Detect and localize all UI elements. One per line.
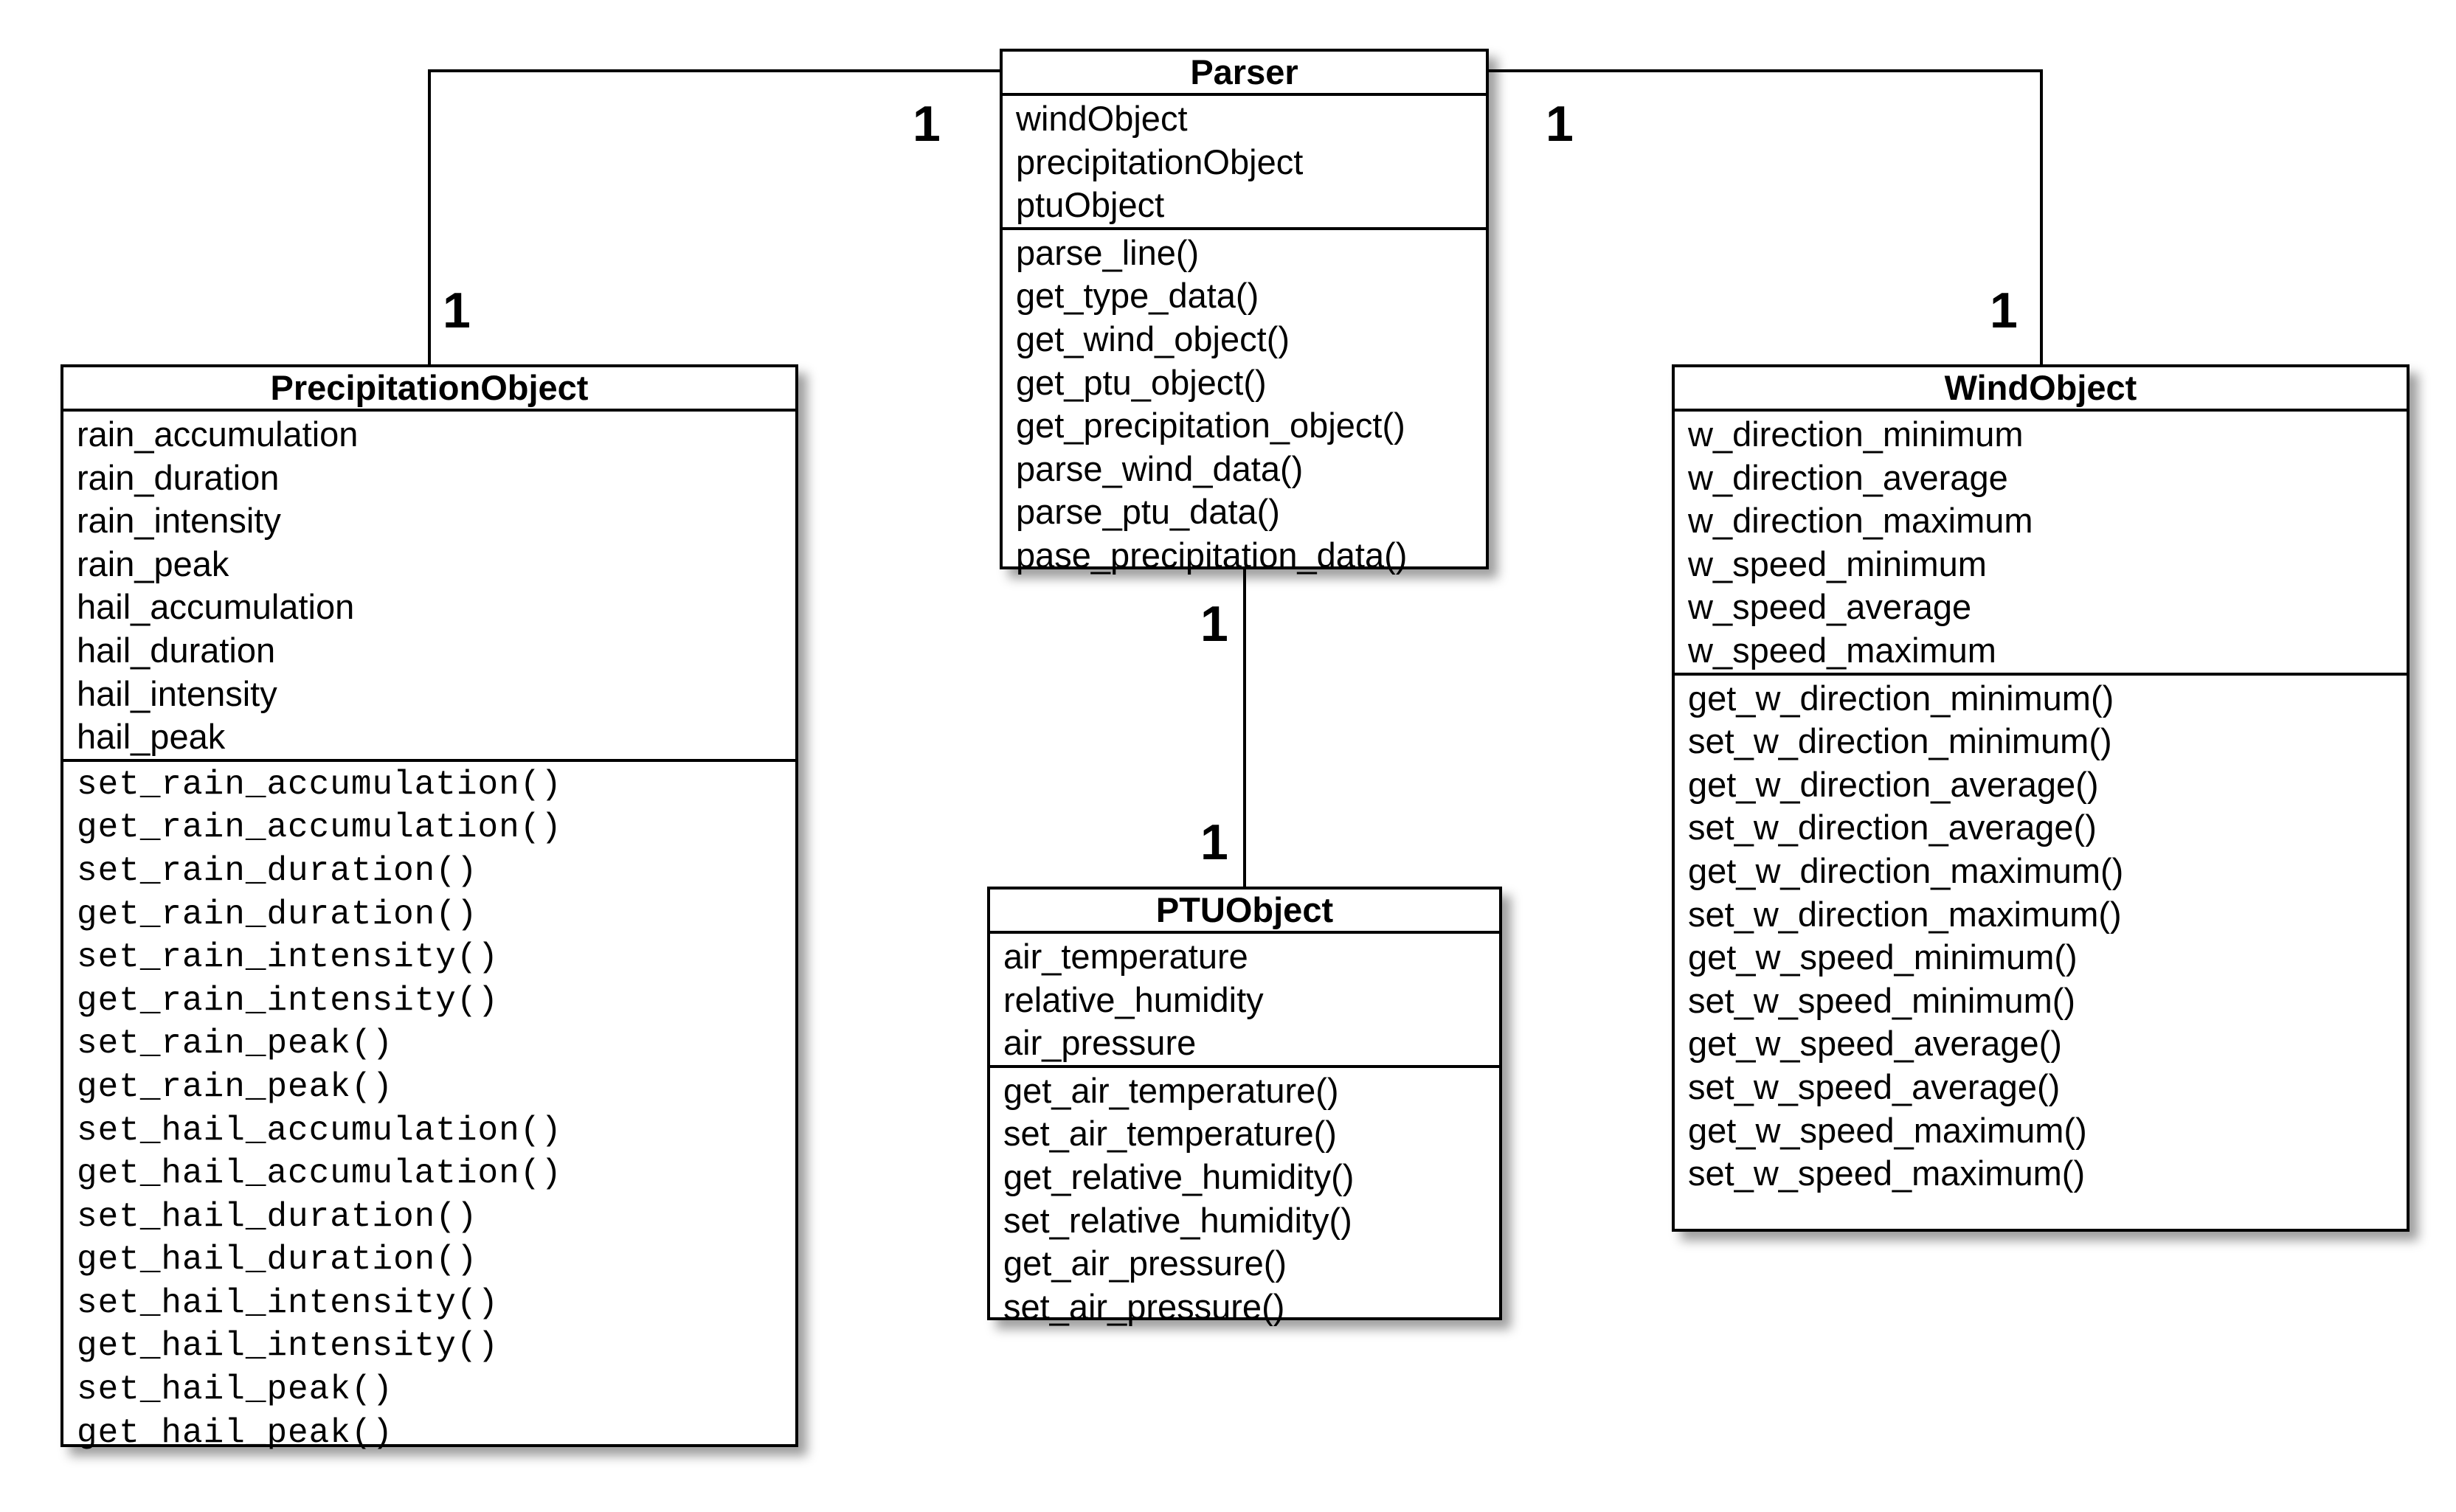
method: set_w_speed_maximum() xyxy=(1688,1154,2086,1193)
attribute: w_direction_maximum xyxy=(1688,501,2033,541)
method: set_rain_intensity() xyxy=(77,938,499,977)
method: get_air_temperature() xyxy=(1003,1070,1339,1110)
class-wind-methods: get_w_direction_minimum()set_w_direction… xyxy=(1675,676,2407,1196)
class-wind-name: WindObject xyxy=(1675,367,2407,412)
method: get_w_direction_average() xyxy=(1688,764,2099,804)
multiplicity-parser-end-precipitation: 1 xyxy=(913,96,941,152)
class-parser-name: Parser xyxy=(1003,52,1486,96)
attribute: rain_duration xyxy=(77,457,280,497)
attribute: w_speed_maximum xyxy=(1688,630,1996,670)
attribute: rain_accumulation xyxy=(77,415,359,454)
method: set_rain_accumulation() xyxy=(77,765,562,804)
attribute: w_speed_minimum xyxy=(1688,544,1987,583)
attribute: w_direction_minimum xyxy=(1688,415,2024,454)
attribute: relative_humidity xyxy=(1003,979,1264,1019)
method: get_precipitation_object() xyxy=(1016,406,1405,445)
method: set_hail_intensity() xyxy=(77,1283,499,1322)
method: set_hail_accumulation() xyxy=(77,1111,562,1150)
method: set_air_temperature() xyxy=(1003,1114,1337,1154)
method: get_air_pressure() xyxy=(1003,1244,1287,1283)
method: set_relative_humidity() xyxy=(1003,1200,1352,1240)
method: parse_line() xyxy=(1016,232,1200,272)
method: parse_ptu_data() xyxy=(1016,492,1280,532)
attribute: air_temperature xyxy=(1003,937,1248,976)
method: get_w_speed_average() xyxy=(1688,1024,2062,1064)
method: get_w_direction_maximum() xyxy=(1688,850,2124,890)
multiplicity-wind-end: 1 xyxy=(1990,282,2018,339)
multiplicity-parser-end-ptu: 1 xyxy=(1200,596,1228,652)
method: get_w_speed_minimum() xyxy=(1688,937,2078,977)
multiplicity-ptu-end: 1 xyxy=(1200,814,1228,870)
method: get_relative_humidity() xyxy=(1003,1156,1355,1196)
method: get_type_data() xyxy=(1016,276,1259,316)
method: pase_precipitation_data() xyxy=(1016,535,1408,575)
method: get_w_direction_minimum() xyxy=(1688,678,2114,718)
attribute: windObject xyxy=(1016,99,1188,138)
method: get_rain_peak() xyxy=(77,1067,394,1106)
method: get_ptu_object() xyxy=(1016,362,1267,402)
method: set_rain_peak() xyxy=(77,1024,394,1064)
multiplicity-precipitation-end: 1 xyxy=(443,282,471,339)
method: set_w_speed_minimum() xyxy=(1688,980,2076,1020)
attribute: hail_duration xyxy=(77,630,276,670)
method: get_hail_accumulation() xyxy=(77,1154,562,1193)
attribute: hail_accumulation xyxy=(77,587,355,627)
attribute: hail_peak xyxy=(77,717,226,757)
attribute: rain_peak xyxy=(77,544,229,583)
class-precipitation-name: PrecipitationObject xyxy=(63,367,795,412)
method: set_hail_duration() xyxy=(77,1197,478,1236)
method: get_hail_duration() xyxy=(77,1241,478,1280)
method: get_rain_duration() xyxy=(77,895,478,934)
method: get_w_speed_maximum() xyxy=(1688,1110,2087,1150)
attribute: w_direction_average xyxy=(1688,457,2008,497)
method: parse_wind_data() xyxy=(1016,448,1304,488)
method: get_wind_object() xyxy=(1016,319,1290,358)
association-parser-precipitation xyxy=(428,69,1000,364)
method: get_rain_accumulation() xyxy=(77,808,562,847)
attribute: air_pressure xyxy=(1003,1023,1197,1063)
method: get_hail_peak() xyxy=(77,1413,394,1452)
class-precipitation-methods: set_rain_accumulation() get_rain_accumula… xyxy=(63,762,795,1455)
method: set_hail_peak() xyxy=(77,1370,394,1409)
method: get_hail_intensity() xyxy=(77,1327,499,1366)
attribute: ptuObject xyxy=(1016,185,1165,225)
class-parser-methods: parse_line()get_type_data()get_wind_obje… xyxy=(1003,230,1486,578)
method: set_w_speed_average() xyxy=(1688,1067,2061,1106)
multiplicity-parser-end-wind: 1 xyxy=(1546,96,1574,152)
attribute: precipitationObject xyxy=(1016,142,1304,181)
method: set_w_direction_maximum() xyxy=(1688,894,2122,934)
attribute: w_speed_average xyxy=(1688,587,1972,627)
class-parser: Parser windObject precipitationObject ptuO… xyxy=(1000,49,1489,575)
association-parser-wind xyxy=(1489,69,2043,364)
attribute: hail_intensity xyxy=(77,673,277,713)
attribute: rain_intensity xyxy=(77,501,281,541)
class-parser-attributes: windObject precipitationObject ptuObject xyxy=(1003,96,1486,230)
class-ptu-name: PTUObject xyxy=(990,889,1499,934)
method: get_rain_intensity() xyxy=(77,981,499,1020)
method: set_w_direction_average() xyxy=(1688,808,2097,847)
method: set_w_direction_minimum() xyxy=(1688,721,2112,761)
class-ptu-methods: get_air_temperature()set_air_temperature… xyxy=(990,1068,1499,1329)
method: set_rain_duration() xyxy=(77,851,478,890)
method: set_air_pressure() xyxy=(1003,1286,1285,1326)
